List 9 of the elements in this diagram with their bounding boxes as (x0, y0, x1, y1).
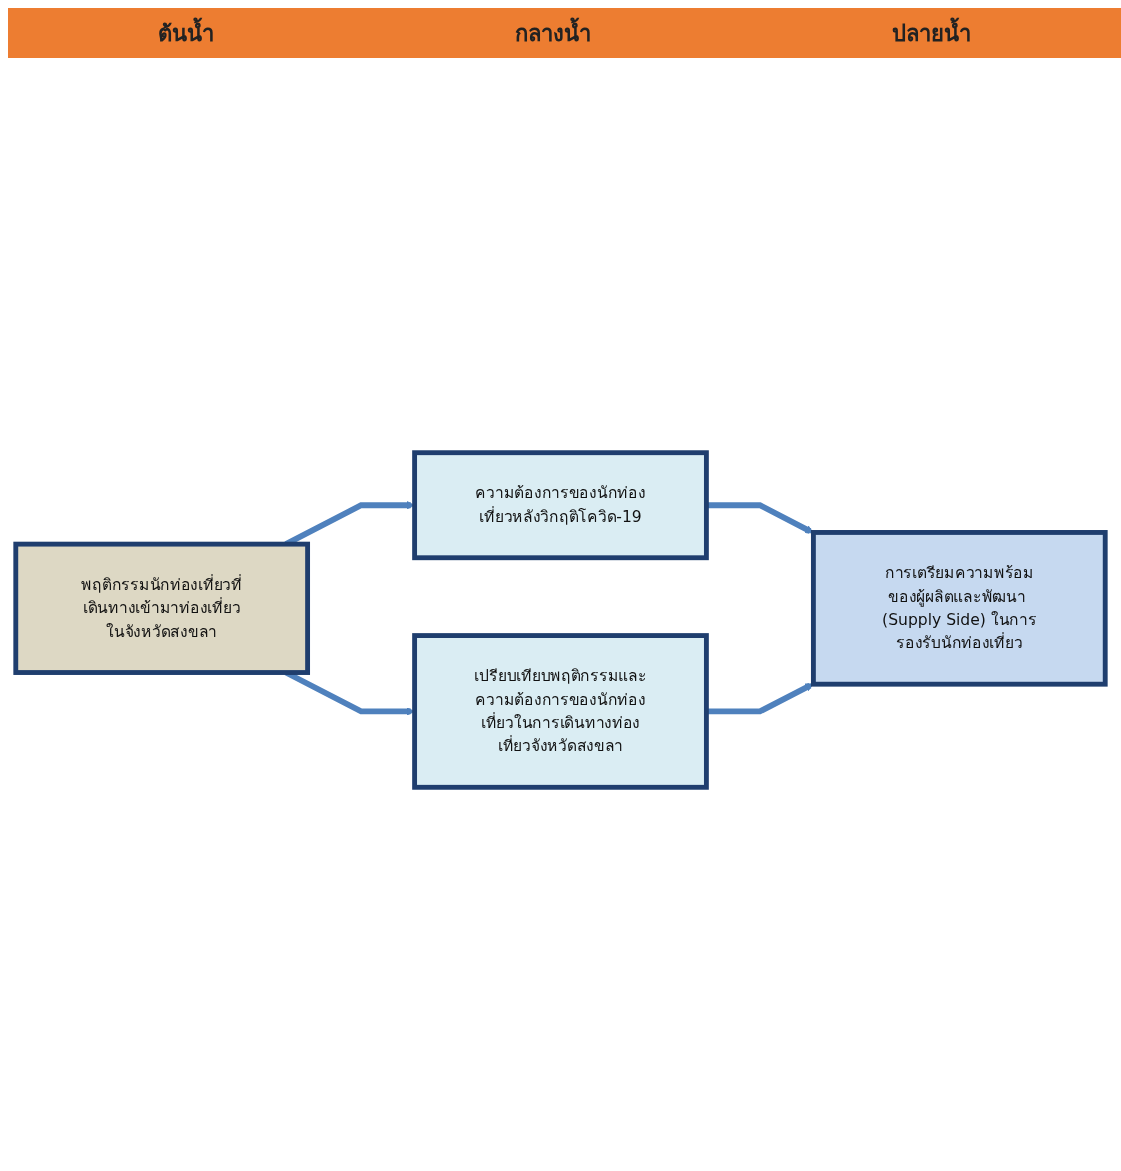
column-heading: ต้นน้ำ (158, 15, 215, 51)
column-heading: ปลายน้ำ (891, 15, 971, 51)
node-box: การเตรียมความพร้อมของผู้ผลิตและพัฒนา (Supply Side) ในการรองรับนักท่องเที่ยว (810, 530, 1108, 687)
column-heading: กลางน้ำ (515, 15, 591, 51)
node-box: พฤติกรรมนักท่องเที่ยวที่เดินทางเข้ามาท่องเที่ยวในจังหวัดสงขลา (13, 541, 311, 675)
node-box: เปรียบเทียบพฤติกรรมและความต้องการของนักท่องเที่ยวในการเดินทางท่องเที่ยวจังหวัดสงขลา (412, 633, 709, 790)
node-box: ความต้องการของนักท่องเที่ยวหลังวิกฤติโควิด-19 (412, 450, 709, 561)
arrow (706, 682, 814, 715)
arrow (706, 502, 814, 534)
